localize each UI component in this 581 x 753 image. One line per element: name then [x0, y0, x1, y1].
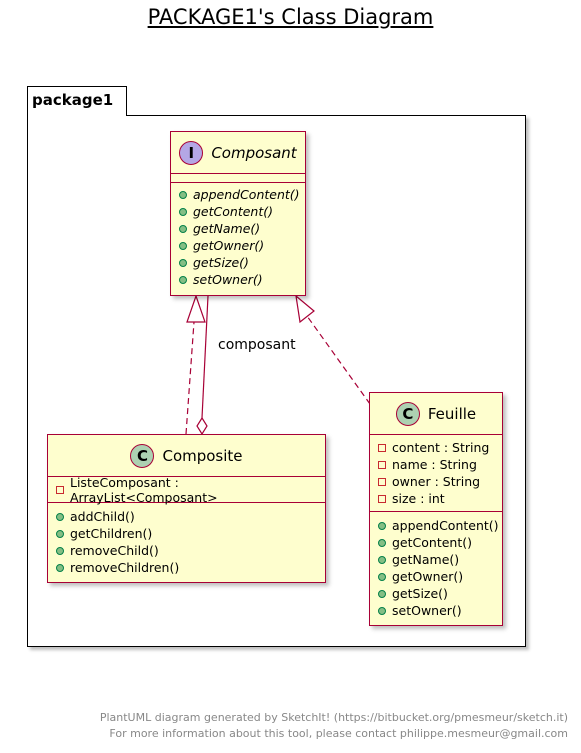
method-row: getName(): [370, 551, 502, 568]
package-name: package1: [32, 91, 114, 109]
feuille-realization-arrowhead: [295, 294, 315, 324]
class-composite-header: C Composite: [48, 435, 325, 477]
footer: PlantUML diagram generated by SketchIt! …: [100, 710, 568, 742]
attribute-name: size : int: [392, 491, 445, 506]
attribute-name: owner : String: [392, 474, 481, 489]
package-tab: [27, 86, 127, 116]
class-feuille-name: Feuille: [427, 404, 477, 423]
private-icon: [378, 477, 386, 486]
class-composite-methods: addChild() getChildren() removeChild() r…: [48, 503, 325, 576]
attribute-name: ListeComposant : ArrayList<Composant>: [70, 474, 218, 505]
method-name: getChildren(): [70, 526, 153, 541]
method-row: setOwner(): [370, 602, 502, 619]
method-name: getOwner(): [392, 569, 464, 584]
public-icon: [378, 521, 386, 530]
public-icon: [378, 589, 386, 598]
public-icon: [56, 512, 64, 521]
private-icon: [56, 485, 64, 494]
class-composite-name: Composite: [162, 446, 243, 465]
method-row: appendContent(): [370, 517, 502, 534]
attribute-row: content : String: [370, 439, 502, 456]
method-row: getSize(): [171, 254, 305, 271]
method-name: setOwner(): [193, 272, 263, 287]
method-name: getContent(): [392, 535, 472, 550]
public-icon: [179, 224, 187, 233]
feuille-realization-line: [306, 315, 371, 405]
method-row: getContent(): [171, 203, 305, 220]
class-composant-header: I Composant: [171, 132, 305, 174]
method-name: removeChild(): [70, 543, 159, 558]
public-icon: [179, 275, 187, 284]
method-name: removeChildren(): [70, 560, 180, 575]
attribute-name: content : String: [392, 440, 490, 455]
public-icon: [179, 241, 187, 250]
class-badge-icon: C: [130, 443, 155, 468]
aggregation-line: [201, 295, 209, 419]
private-icon: [378, 494, 386, 503]
method-row: getName(): [171, 220, 305, 237]
attribute-row: owner : String: [370, 473, 502, 490]
method-row: getOwner(): [370, 568, 502, 585]
attribute-row: ListeComposant : ArrayList<Composant>: [48, 475, 325, 505]
footer-line-2: For more information about this tool, pl…: [109, 727, 568, 740]
method-row: setOwner(): [171, 271, 305, 288]
method-name: addChild(): [70, 509, 135, 524]
method-row: getContent(): [370, 534, 502, 551]
attribute-name: name : String: [392, 457, 477, 472]
method-row: getSize(): [370, 585, 502, 602]
method-name: getContent(): [193, 204, 273, 219]
class-feuille-header: C Feuille: [370, 393, 502, 435]
public-icon: [179, 207, 187, 216]
interface-badge-icon: I: [179, 140, 204, 165]
class-composant[interactable]: I Composant appendContent() getContent()…: [170, 131, 306, 296]
method-row: getChildren(): [48, 525, 325, 542]
public-icon: [179, 190, 187, 199]
diagram-title: PACKAGE1's Class Diagram: [147, 5, 434, 29]
public-icon: [56, 546, 64, 555]
method-name: getName(): [392, 552, 460, 567]
method-name: getSize(): [392, 586, 448, 601]
class-badge-icon: C: [395, 401, 420, 426]
aggregation-diamond: [196, 416, 208, 436]
method-row: addChild(): [48, 508, 325, 525]
public-icon: [378, 572, 386, 581]
method-name: appendContent(): [392, 518, 499, 533]
class-feuille[interactable]: C Feuille content : String name : String…: [369, 392, 503, 626]
method-row: removeChildren(): [48, 559, 325, 576]
class-composant-methods: appendContent() getContent() getName() g…: [171, 183, 305, 288]
composite-realization-arrowhead: [186, 294, 206, 323]
method-row: appendContent(): [171, 186, 305, 203]
class-composant-fields: [171, 174, 305, 183]
private-icon: [378, 443, 386, 452]
method-row: removeChild(): [48, 542, 325, 559]
public-icon: [179, 258, 187, 267]
public-icon: [56, 529, 64, 538]
method-name: getOwner(): [193, 238, 265, 253]
method-row: getOwner(): [171, 237, 305, 254]
method-name: getName(): [193, 221, 261, 236]
attribute-row: size : int: [370, 490, 502, 507]
method-name: getSize(): [193, 255, 249, 270]
public-icon: [378, 538, 386, 547]
attribute-row: name : String: [370, 456, 502, 473]
class-feuille-fields: content : String name : String owner : S…: [370, 435, 502, 512]
class-composite-fields: ListeComposant : ArrayList<Composant>: [48, 475, 325, 505]
public-icon: [378, 606, 386, 615]
private-icon: [378, 460, 386, 469]
class-composite[interactable]: C Composite ListeComposant : ArrayList<C…: [47, 434, 326, 583]
class-feuille-methods: appendContent() getContent() getName() g…: [370, 512, 502, 619]
class-composant-name: Composant: [211, 143, 297, 162]
public-icon: [378, 555, 386, 564]
composite-realization-line: [185, 321, 195, 435]
footer-line-1: PlantUML diagram generated by SketchIt! …: [99, 711, 568, 724]
method-name: appendContent(): [193, 187, 300, 202]
method-name: setOwner(): [392, 603, 462, 618]
public-icon: [56, 563, 64, 572]
aggregation-label: composant: [218, 337, 296, 353]
